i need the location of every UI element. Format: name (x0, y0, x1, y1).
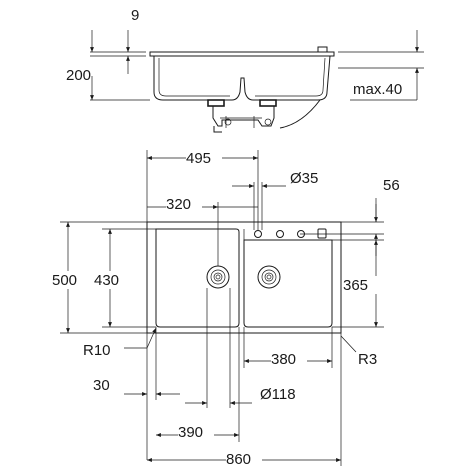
tap-hole-icon (254, 230, 262, 238)
dim-30-label: 30 (93, 377, 110, 394)
top-drain-left (206, 265, 230, 289)
side-siphon (212, 106, 275, 127)
side-overflow-hose (279, 99, 321, 129)
overflow-button-icon (317, 228, 327, 239)
side-fitting-2 (264, 118, 272, 126)
top-drain-right (257, 265, 281, 289)
dim-r10-arrow (146, 327, 157, 349)
fitting-hole-1-icon (276, 230, 284, 238)
dim-860-label: 860 (226, 451, 251, 468)
dim-r3-label: R3 (358, 351, 377, 368)
dim-118-label: Ø118 (260, 386, 296, 403)
side-fitting-1 (224, 118, 232, 126)
side-siphon-pipe (220, 116, 262, 128)
top-right-bowl (243, 239, 333, 328)
side-drain-left (207, 99, 225, 107)
side-drain-outlet (213, 126, 222, 133)
dim-365-label: 365 (343, 277, 368, 294)
top-view: 495 Ø35 56 320 500 430 (52, 148, 400, 468)
dim-max40-label: max.40 (353, 81, 402, 98)
dim-380-label: 380 (271, 351, 296, 368)
dim-320-label: 320 (166, 196, 191, 213)
side-view: 9 200 max.40 (66, 7, 424, 133)
side-bowl-inner (158, 57, 326, 97)
dim-35-label: Ø35 (290, 170, 318, 187)
dim-430-label: 430 (94, 272, 119, 289)
side-tap-stub (317, 46, 328, 53)
side-rim (149, 51, 335, 57)
dim-56-label: 56 (383, 177, 400, 194)
dim-r3-leader (340, 335, 357, 353)
top-left-bowl (155, 228, 240, 328)
side-drain-right (259, 99, 277, 107)
dim-r10-label: R10 (83, 342, 111, 359)
dim-390-label: 390 (178, 424, 203, 441)
dim-9-label: 9 (131, 7, 139, 24)
dim-500-label: 500 (52, 272, 77, 289)
side-bowl-body (153, 55, 331, 101)
dim-495-label: 495 (186, 150, 211, 167)
dim-200-label: 200 (66, 67, 91, 84)
